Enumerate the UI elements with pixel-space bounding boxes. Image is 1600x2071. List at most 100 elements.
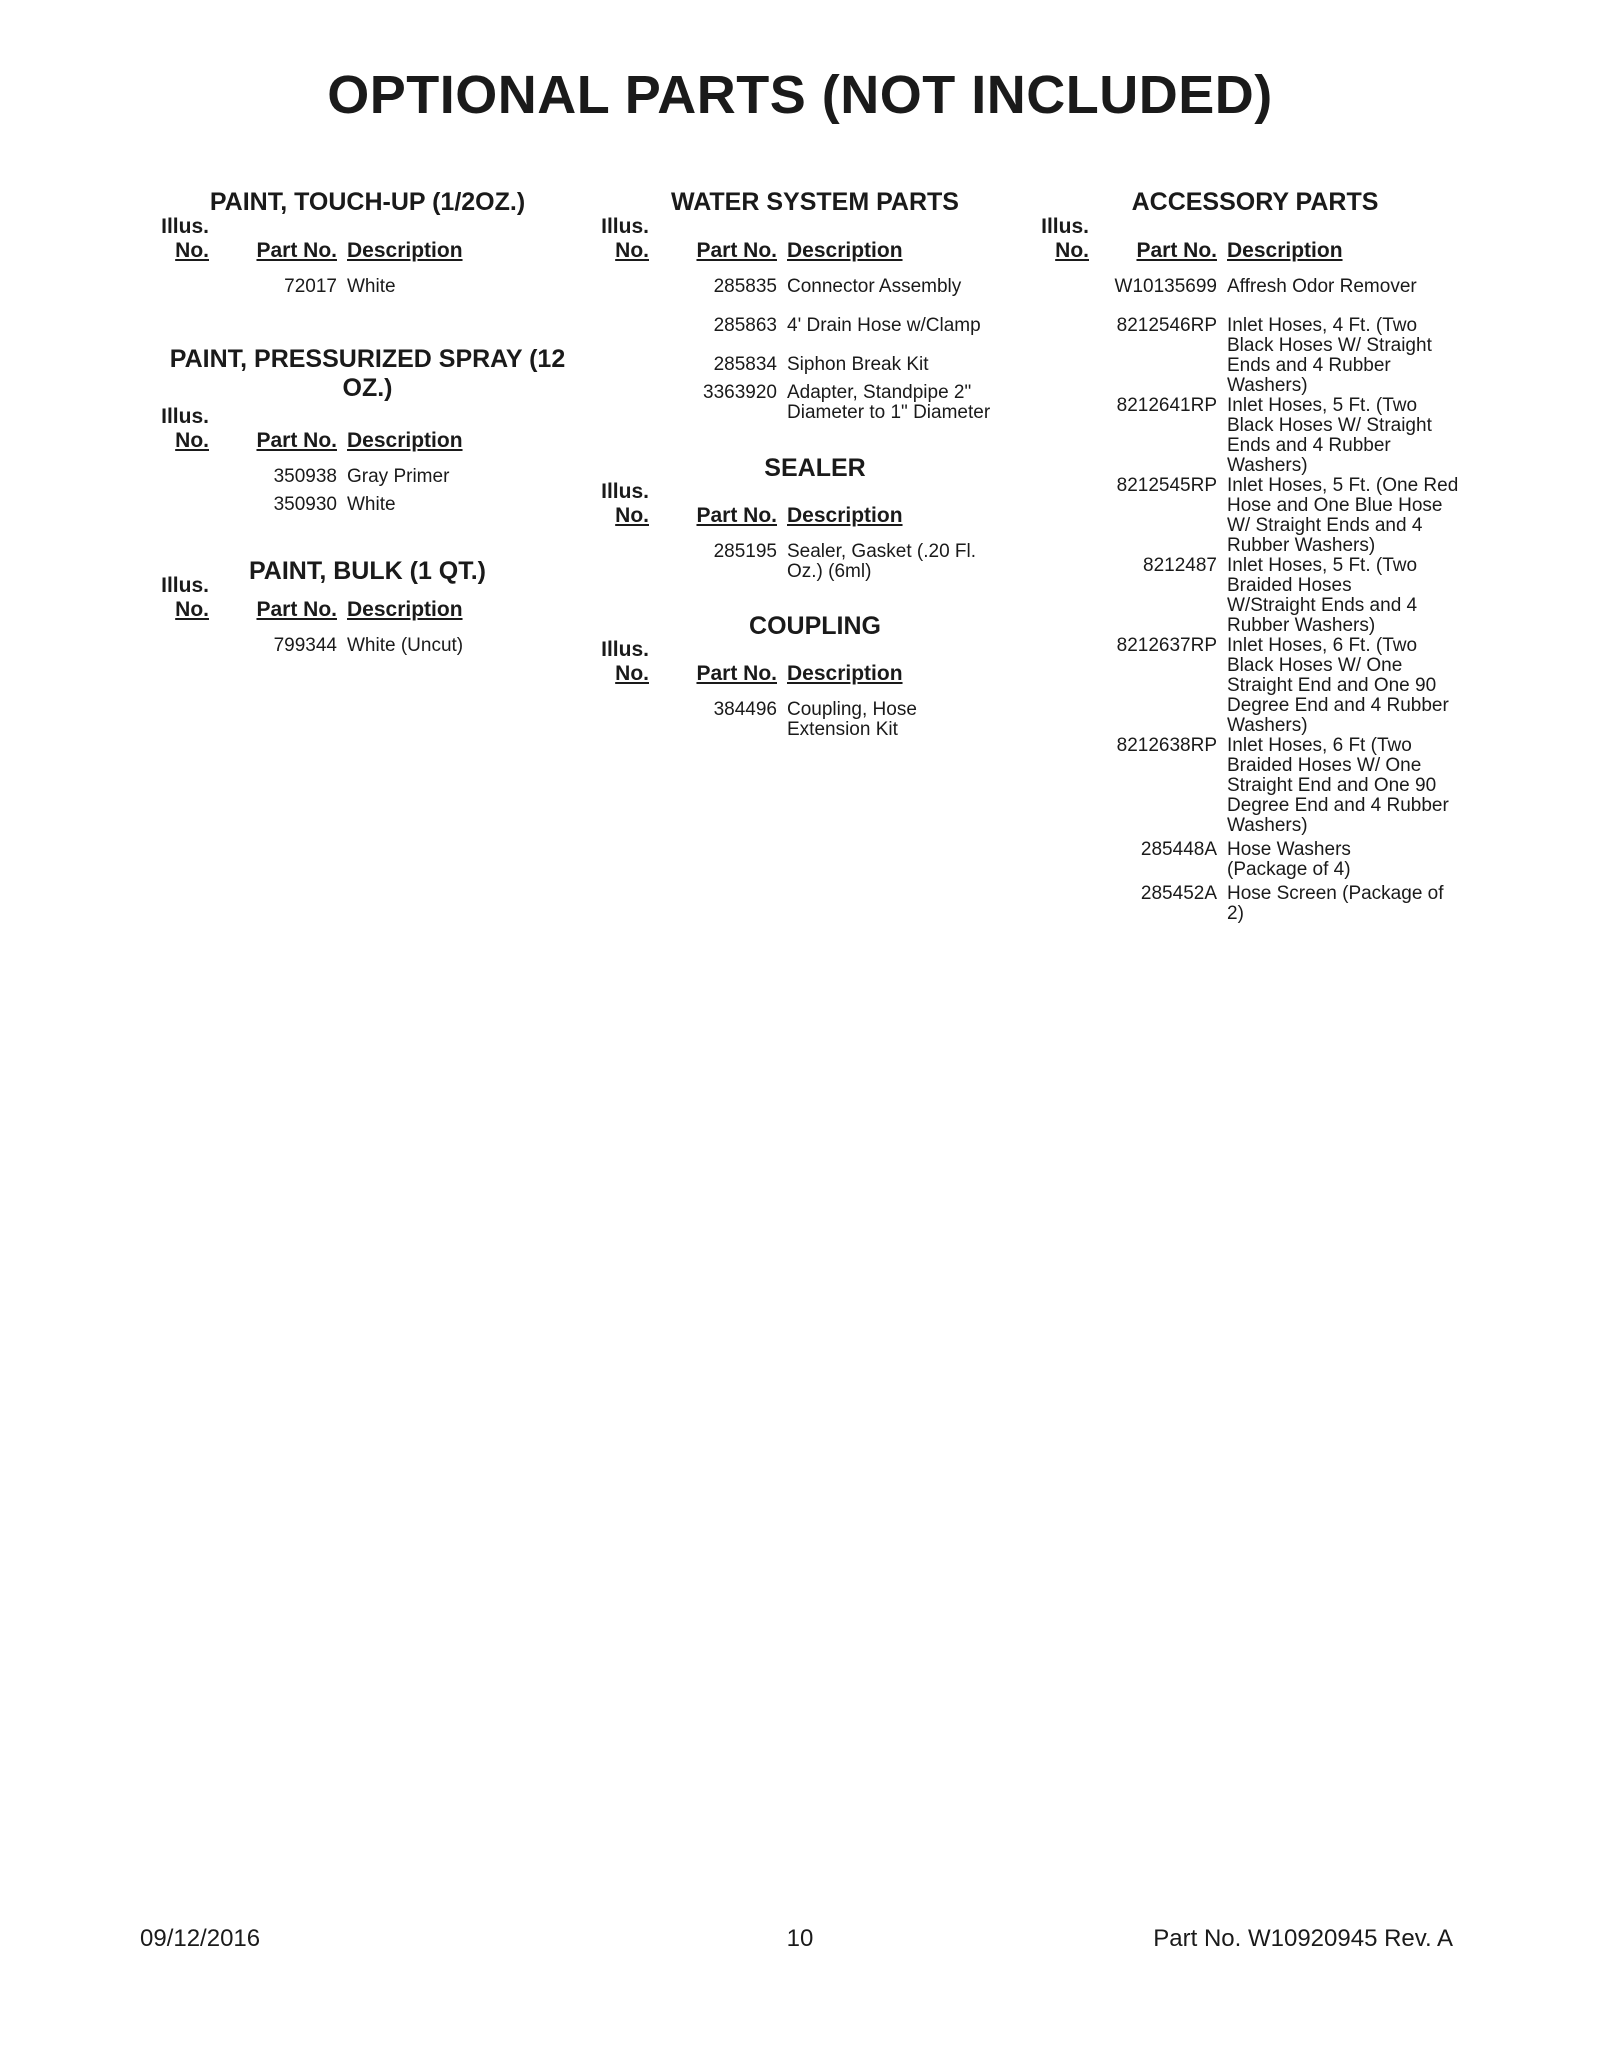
table-header: Illus. No. Part No. Description [155,215,580,262]
column-left: PAINT, TOUCH-UP (1/2OZ.) Illus. No. Part… [155,188,580,656]
footer-page-number: 10 [786,1925,814,1952]
part-number: 285448A [1140,839,1217,860]
part-description: Gray Primer [347,466,450,487]
section-paint-bulk: PAINT, BULK (1 QT.) Illus. No. Part No. … [155,557,580,656]
table-row: 285863 4' Drain Hose w/Clamp [595,316,1035,336]
section-title: PAINT, PRESSURIZED SPRAY (12 OZ.) [155,345,580,403]
table-row: 8212638RP Inlet Hoses, 6 Ft (Two Braided … [1035,736,1475,836]
section-title-line: PAINT, PRESSURIZED SPRAY (12 [169,345,566,373]
part-description: Inlet Hoses, 6 Ft. (Two Black Hoses W/ O… [1227,635,1449,736]
part-number: 285835 [713,276,777,297]
table-row: W10135699 Affresh Odor Remover [1035,277,1475,297]
illus-label: Illus. [161,574,209,597]
part-number: 8212545RP [1116,475,1217,496]
description-label: Description [787,504,903,527]
part-description: Inlet Hoses, 5 Ft. (One Red Hose and One… [1227,475,1459,556]
part-number: 350930 [273,494,337,515]
part-number: 799344 [273,635,337,656]
part-number: 8212637RP [1116,635,1217,656]
table-rows: 72017 White [155,277,580,297]
illus-label: Illus. [161,215,209,238]
part-description: Sealer, Gasket (.20 Fl. Oz.) (6ml) [787,541,977,582]
part-description: Connector Assembly [787,276,962,297]
no-label: No. [175,239,209,262]
illus-label: Illus. [1041,215,1089,238]
no-label: No. [175,598,209,621]
section-sealer: SEALER Illus. No. Part No. Description 2… [595,454,1035,582]
table-row: 8212487 Inlet Hoses, 5 Ft. (Two Braided H… [1035,556,1475,636]
part-number: 384496 [713,699,777,720]
part-number: 285452A [1140,883,1217,904]
illus-label: Illus. [601,638,649,661]
illus-label: Illus. [161,405,209,428]
table-header: Illus. No. Part No. Description [155,574,580,621]
table-row: 350938 Gray Primer [155,467,580,487]
part-no-label: Part No. [696,504,777,527]
part-description: Inlet Hoses, 5 Ft. (Two Braided Hoses W/… [1227,555,1418,636]
table-rows: 799344 White (Uncut) [155,636,580,656]
part-description: White [347,276,396,297]
table-header: Illus. No. Part No. Description [1035,215,1475,262]
table-row: 72017 White [155,277,580,297]
part-number: 8212638RP [1116,735,1217,756]
no-label: No. [615,504,649,527]
part-number: 72017 [284,276,337,297]
description-label: Description [787,239,903,262]
table-row: 8212637RP Inlet Hoses, 6 Ft. (Two Black H… [1035,636,1475,736]
page-title: OPTIONAL PARTS (NOT INCLUDED) [327,65,1273,125]
part-number: 350938 [273,466,337,487]
part-number: 285863 [713,315,777,336]
description-label: Description [347,239,463,262]
part-number: 285195 [713,541,777,562]
section-title: PAINT, TOUCH-UP (1/2OZ.) [209,188,526,216]
table-header: Illus. No. Part No. Description [595,215,1035,262]
part-description: Siphon Break Kit [787,354,929,375]
table-rows: 285195 Sealer, Gasket (.20 Fl. Oz.) (6ml) [595,542,1035,582]
part-no-label: Part No. [256,598,337,621]
illus-label: Illus. [601,480,649,503]
part-number: 8212487 [1143,555,1217,576]
description-label: Description [787,662,903,685]
description-label: Description [347,429,463,452]
table-row: 285195 Sealer, Gasket (.20 Fl. Oz.) (6ml) [595,542,1035,582]
table-row: 285452A Hose Screen (Package of 2) [1035,884,1475,924]
table-rows: 285835 Connector Assembly 285863 4' Drain … [595,277,1035,423]
table-header: Illus. No. Part No. Description [595,480,1035,527]
part-description: Hose Screen (Package of 2) [1227,883,1444,924]
part-number: 3363920 [703,382,777,403]
table-row: 3363920 Adapter, Standpipe 2" Diameter to… [595,383,1035,423]
part-number: 8212641RP [1116,395,1217,416]
table-row: 799344 White (Uncut) [155,636,580,656]
description-label: Description [1227,239,1343,262]
table-header: Illus. No. Part No. Description [595,638,1035,685]
table-header: Illus. No. Part No. Description [155,405,580,452]
no-label: No. [615,662,649,685]
part-description: Affresh Odor Remover [1227,276,1417,297]
column-middle: WATER SYSTEM PARTS Illus. No. Part No. D… [595,188,1035,740]
part-no-label: Part No. [256,429,337,452]
part-description: White (Uncut) [347,635,464,656]
part-description: Inlet Hoses, 6 Ft (Two Braided Hoses W/ … [1227,735,1449,836]
section-title: ACCESSORY PARTS [1131,188,1379,216]
description-label: Description [347,598,463,621]
footer-date: 09/12/2016 [140,1925,261,1952]
part-number: W10135699 [1114,276,1217,297]
part-no-label: Part No. [696,662,777,685]
part-description: Inlet Hoses, 4 Ft. (Two Black Hoses W/ S… [1227,315,1432,396]
no-label: No. [175,429,209,452]
part-description: 4' Drain Hose w/Clamp [787,315,981,336]
section-title: WATER SYSTEM PARTS [671,188,959,216]
section-coupling: COUPLING Illus. No. Part No. Description… [595,612,1035,740]
section-title-line: OZ.) [342,374,393,402]
section-accessory-parts: ACCESSORY PARTS Illus. No. Part No. Desc… [1035,188,1475,924]
part-description: Adapter, Standpipe 2" Diameter to 1" Dia… [787,382,991,423]
